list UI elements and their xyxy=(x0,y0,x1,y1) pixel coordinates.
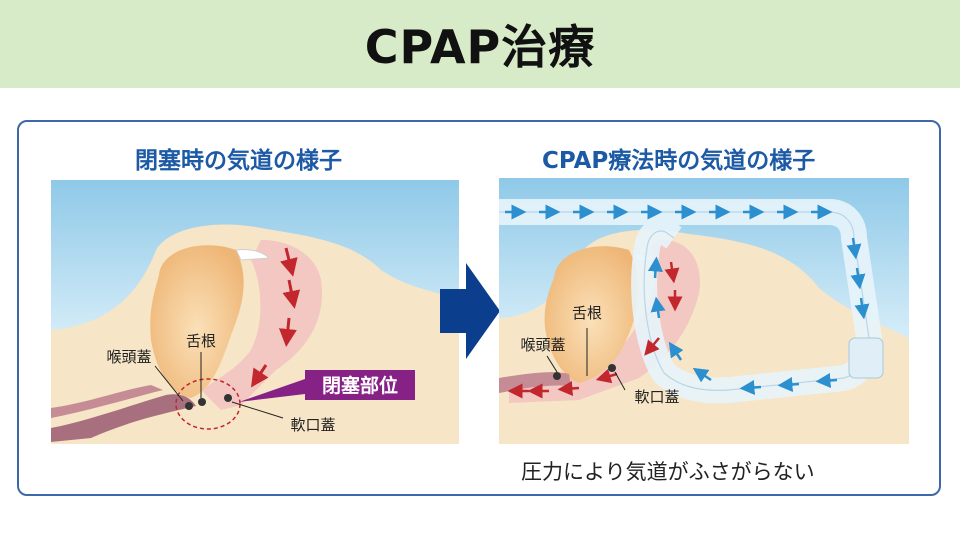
left-caption: 閉塞時の気道の様子 xyxy=(135,148,342,174)
left-obstruction-pointer xyxy=(239,379,305,402)
right-label-soft-palate: 軟口蓋 xyxy=(634,388,679,406)
right-tongue xyxy=(544,246,639,383)
right-caption: CPAP療法時の気道の様子 xyxy=(542,148,816,174)
left-label-epiglottis: 喉頭蓋 xyxy=(106,348,151,366)
left-obstruction-badge xyxy=(305,370,415,400)
left-obstruction-dot-2 xyxy=(198,398,206,406)
right-label-tongue-root: 舌根 xyxy=(572,304,602,322)
label-obstruction: 閉塞部位 xyxy=(322,374,398,397)
cpap-airway-illustration: 舌根 喉頭蓋 軟口蓋 xyxy=(499,178,909,444)
left-esophagus xyxy=(51,394,196,442)
left-obstruction-dot-1 xyxy=(185,402,193,410)
left-obstruction-dot-3 xyxy=(224,394,232,402)
pressure-arrows xyxy=(505,204,870,395)
left-nasal-white-2 xyxy=(235,249,271,261)
left-airway xyxy=(201,240,323,410)
left-tongue xyxy=(150,245,244,398)
transition-arrow xyxy=(440,263,500,359)
left-label-tongue-root: 舌根 xyxy=(186,332,216,350)
page-title: CPAP治療 xyxy=(364,20,596,74)
cpap-mask-joint xyxy=(848,337,884,379)
left-label-soft-palate: 軟口蓋 xyxy=(290,416,335,434)
title-bar: CPAP治療 xyxy=(0,0,960,88)
obstructed-airway-illustration: 閉塞部位 舌根 喉頭蓋 軟口蓋 xyxy=(51,180,459,444)
right-label-epiglottis: 喉頭蓋 xyxy=(520,336,565,354)
cpap-effect-note: 圧力により気道がふさがらない xyxy=(521,460,815,484)
airflow-arrows xyxy=(507,261,683,399)
